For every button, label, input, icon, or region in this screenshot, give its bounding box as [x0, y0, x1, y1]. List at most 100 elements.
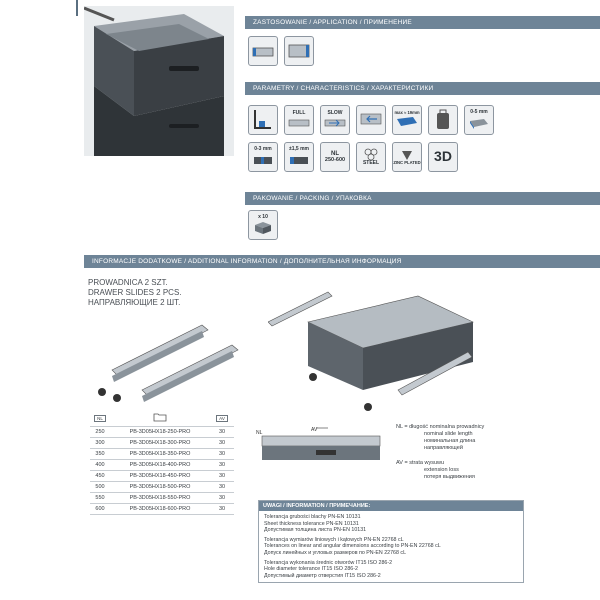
cell-nl: 300	[90, 437, 110, 449]
info-line: Sheet thickness tolerance PN-EN 10131	[264, 520, 359, 527]
info-line: Tolerancja wymiarów liniowych i kątowych…	[264, 536, 404, 543]
info-line: Tolerancja grubości blachy PN-EN 10131	[264, 514, 361, 520]
param-icon-weight	[428, 105, 458, 135]
col-av-header: AV	[216, 414, 228, 422]
info-line: Допустимая толщина листа PN-EN 10131	[264, 527, 367, 534]
box-icon	[255, 221, 271, 234]
note-av-line1: AV = strata wysuwu	[396, 460, 445, 466]
note-av-line2: extension loss	[424, 467, 459, 473]
drawer-hero-image	[84, 6, 234, 156]
param-icon-zinc: ZINC PLATED	[392, 142, 422, 172]
zinc-plated-icon	[402, 150, 412, 160]
slide-dimension-diagram: AV NL	[256, 427, 381, 460]
side-adjustment-icon	[254, 156, 272, 164]
param-icon-range1: 0-5 mm	[464, 105, 494, 135]
load-weight-icon	[437, 109, 449, 129]
cell-av: 30	[210, 448, 234, 460]
adjustment-range-icon	[470, 118, 488, 129]
param-icon-slow: SLOW	[320, 105, 350, 135]
definitions-notes: NL = długość nominalna prowadnicy nomina…	[396, 424, 484, 481]
full-extension-icon	[288, 119, 310, 127]
info-line: Допустимый диаметр отверстия IT15 ISO 28…	[264, 572, 381, 579]
col-code-header	[110, 411, 210, 427]
range2-label: 0-3 mm	[254, 146, 272, 153]
cell-av: 30	[210, 503, 234, 515]
nl-range: 250-600	[324, 157, 346, 164]
packing-quantity: x 10	[258, 214, 268, 221]
cell-av: 30	[210, 470, 234, 482]
slides-illustration	[98, 324, 239, 402]
product-title-pl: PROWADNICA 2 SZT.	[88, 278, 168, 287]
zinc-label: ZINC PLATED	[393, 159, 421, 165]
cell-code: PB-3D05HX18-400-PRO	[110, 459, 210, 471]
info-line: Tolerancja wykonania średnic otworów IT1…	[264, 559, 393, 566]
param-icon-height: max ≈ 19mm	[392, 105, 422, 135]
cell-nl: 500	[90, 481, 110, 493]
product-title-en: DRAWER SLIDES 2 PCS.	[88, 288, 182, 297]
soft-close-icon	[324, 119, 346, 127]
folder-icon	[153, 413, 167, 422]
param-icon-tolerance: ±1,5 mm	[284, 142, 314, 172]
note-nl-line2: nominal slide length	[424, 431, 473, 437]
cell-nl: 350	[90, 448, 110, 460]
information-header: UWAGI / INFORMATION / ПРИМЕЧАНИЕ:	[259, 501, 523, 511]
information-box: UWAGI / INFORMATION / ПРИМЕЧАНИЕ: Tolera…	[258, 500, 524, 584]
param-icon-3d: 3D	[428, 142, 458, 172]
three-d-icon: 3D	[434, 148, 452, 165]
steel-label: STEEL	[362, 160, 380, 167]
cell-nl: 400	[90, 459, 110, 471]
drawer-side-high-icon	[288, 44, 310, 58]
section-header-parameters: PARAMETRY / CHARACTERISTICS / ХАРАКТЕРИС…	[245, 82, 600, 95]
cell-av: 30	[210, 437, 234, 449]
info-line: Hole diameter tolerance IT15 ISO 286-2	[264, 566, 358, 573]
col-nl-header: NL	[94, 414, 106, 422]
tolerance-icon	[290, 156, 308, 164]
product-title-ru: НАПРАВЛЯЮЩИЕ 2 ШТ.	[88, 298, 181, 307]
info-line: Допуск линейных и угловых размеров по PN…	[264, 549, 407, 556]
cell-code: PB-3D05HX18-600-PRO	[110, 503, 210, 515]
info-line: Tolerances on linear and angular dimensi…	[264, 543, 441, 550]
cell-code: PB-3D05HX18-500-PRO	[110, 481, 210, 493]
note-av-line3: потеря выдвижения	[424, 474, 475, 480]
slow-label: SLOW	[327, 110, 343, 117]
cell-av: 30	[210, 426, 234, 438]
slide-height-icon	[397, 117, 417, 127]
height-label: max ≈ 19mm	[394, 109, 420, 115]
param-icon-nl: NL 250-600	[320, 142, 350, 172]
section-header-additional: INFORMACJE DODATKOWE / ADDITIONAL INFORM…	[84, 255, 600, 268]
page-edge-marker	[76, 0, 78, 16]
drawer-box-illustration	[268, 291, 474, 411]
steel-icon	[364, 148, 378, 161]
application-icon-2	[284, 36, 314, 66]
packing-icon: x 10	[248, 210, 278, 240]
note-nl-line3: номинальная длина	[424, 438, 476, 444]
diagram-label-nl: NL	[256, 430, 263, 436]
cell-nl: 600	[90, 503, 110, 515]
cell-nl: 550	[90, 492, 110, 504]
cell-code: PB-3D05HX18-450-PRO	[110, 470, 210, 482]
table-header-row: NL AV	[90, 411, 234, 427]
cell-code: PB-3D05HX18-300-PRO	[110, 437, 210, 449]
param-icon-push	[356, 105, 386, 135]
cell-code: PB-3D05HX18-550-PRO	[110, 492, 210, 504]
range1-label: 0-5 mm	[470, 109, 488, 116]
tolerance-label: ±1,5 mm	[289, 146, 309, 153]
cell-nl: 450	[90, 470, 110, 482]
section-header-packing: PAKOWANIE / PACKING / УПАКОВКА	[245, 192, 600, 205]
param-icon-full: FULL	[284, 105, 314, 135]
note-nl-line1: NL = długość nominalna prowadnicy	[396, 424, 485, 430]
param-icon-range2: 0-3 mm	[248, 142, 278, 172]
param-icon-steel: STEEL	[356, 142, 386, 172]
bottom-mount-icon	[254, 110, 271, 129]
full-label: FULL	[292, 110, 306, 117]
cell-av: 30	[210, 481, 234, 493]
cell-av: 30	[210, 492, 234, 504]
